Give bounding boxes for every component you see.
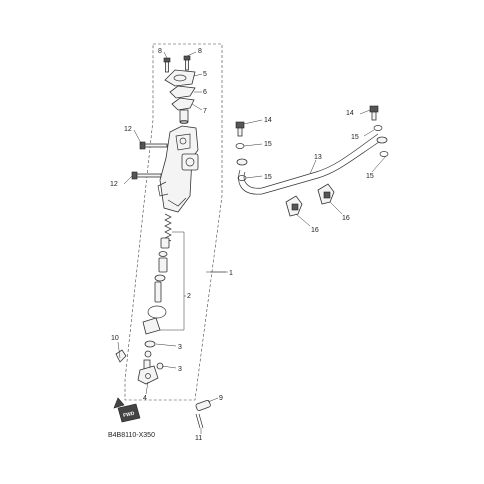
- hose-clamp-16-right: [317, 183, 335, 205]
- leader-lines: [117, 51, 387, 434]
- callout-16: 16: [342, 215, 350, 222]
- callout-8: 8: [198, 48, 202, 55]
- push-rod-4: [137, 340, 164, 385]
- callout-15: 15: [264, 174, 272, 181]
- callout-9: 9: [219, 395, 223, 402]
- callout-3: 3: [178, 366, 182, 373]
- union-bolt-14-left: [235, 121, 245, 137]
- callout-15: 15: [264, 141, 272, 148]
- assembly-boundary: [124, 43, 223, 401]
- callout-10: 10: [111, 335, 119, 342]
- callout-11: 11: [195, 435, 202, 442]
- piston-kit-2: [142, 213, 172, 335]
- callout-2: 2: [187, 293, 191, 300]
- callout-1: 1: [229, 270, 233, 277]
- callout-12: 12: [124, 126, 132, 133]
- callout-6: 6: [203, 89, 207, 96]
- callout-3: 3: [178, 344, 182, 351]
- callout-15: 15: [366, 173, 374, 180]
- nut-10: [115, 349, 127, 363]
- callout-16: 16: [311, 227, 319, 234]
- reservoir-cap-5: [164, 69, 196, 87]
- hose-clamp-16-left: [285, 195, 303, 217]
- callout-14: 14: [346, 110, 354, 117]
- reservoir-fitting-7: [171, 97, 195, 124]
- callout-4: 4: [143, 395, 147, 402]
- bolt-8-left: [163, 57, 171, 73]
- callout-14: 14: [264, 117, 272, 124]
- brake-hose-13: [236, 133, 388, 195]
- callout-12: 12: [110, 181, 118, 188]
- bracket-2: [160, 231, 185, 331]
- washers-15: [235, 125, 389, 181]
- union-bolt-14-right: [369, 105, 379, 121]
- callout-13: 13: [314, 154, 322, 161]
- callout-7: 7: [203, 108, 207, 115]
- drawing-code: B4B8110-X350: [108, 432, 155, 439]
- bolt-12-lower: [131, 171, 162, 180]
- callout-8: 8: [158, 48, 162, 55]
- fwd-arrow-badge: FWD: [113, 397, 141, 423]
- fwd-label: FWD: [123, 411, 136, 419]
- bolt-8-right: [183, 55, 191, 71]
- bolt-12-upper: [139, 141, 168, 150]
- master-cylinder-body: [157, 125, 199, 213]
- callout-5: 5: [203, 71, 207, 78]
- callout-15: 15: [351, 134, 359, 141]
- clevis-pin-9: [195, 399, 211, 411]
- cotter-pin-11: [195, 413, 204, 429]
- diaphragm-6: [169, 85, 196, 99]
